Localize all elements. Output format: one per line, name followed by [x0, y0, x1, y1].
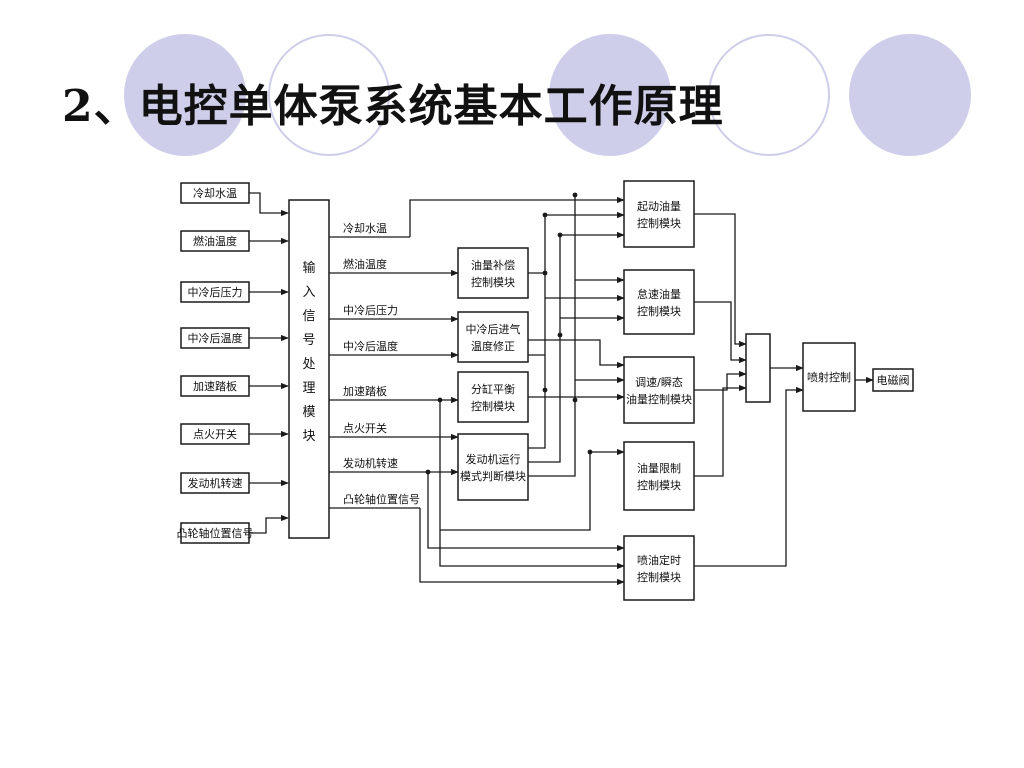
junction-dot [437, 397, 443, 403]
sensor-label: 发动机转速 [188, 476, 243, 490]
connector-line [694, 386, 804, 567]
junction-dot [572, 397, 578, 403]
deco-circle-5 [849, 34, 971, 156]
injection-control-label: 喷射控制 [807, 370, 851, 384]
connector-line [419, 508, 625, 586]
sensor-label: 凸轮轴位置信号 [177, 526, 254, 540]
deco-circle-1 [124, 34, 246, 156]
sensor-label: 冷却水温 [193, 187, 237, 200]
connector-line [528, 339, 625, 369]
solenoid-box [872, 368, 914, 392]
right-module-box [623, 356, 695, 424]
processor-char: 信 [302, 309, 315, 324]
sensor-label: 中冷后温度 [188, 331, 243, 345]
sensor-label: 点火开关 [193, 427, 237, 441]
processor-char: 块 [302, 429, 315, 444]
deco-circle-2 [268, 34, 390, 156]
signal-label: 点火开关 [343, 421, 387, 435]
right-module-label: 控制模块 [637, 216, 681, 230]
solenoid-label: 电磁阀 [877, 373, 910, 387]
connector-line [694, 370, 747, 391]
connector-line [409, 196, 625, 237]
junction-dot [542, 270, 548, 276]
signal-label: 中冷后压力 [343, 304, 398, 317]
connector-line [528, 390, 546, 449]
sensor-wire [249, 514, 289, 534]
junction-dot [587, 449, 593, 455]
middle-module-box [457, 311, 529, 363]
junction-dot [572, 192, 578, 198]
processor-box [288, 199, 330, 539]
middle-module-label: 温度修正 [471, 339, 515, 353]
processor-char: 理 [302, 381, 315, 396]
processor-char: 号 [302, 333, 315, 348]
signal-label: 凸轮轴位置信号 [343, 492, 420, 506]
connector-line [439, 400, 625, 570]
junction-dot [557, 232, 563, 238]
right-module-box [623, 269, 695, 335]
sensor-label: 燃油温度 [193, 234, 237, 248]
connector-line [528, 400, 576, 477]
middle-module-label: 分缸平衡 [471, 382, 515, 396]
sensor-box [180, 472, 250, 494]
sensor-box [180, 327, 250, 349]
summing-node [745, 333, 771, 403]
junction-dot [425, 469, 431, 475]
connector-line [694, 213, 747, 348]
junction-dot [557, 332, 563, 338]
middle-module-label: 中冷后进气 [466, 322, 521, 336]
connector-line [694, 384, 747, 477]
sensor-label: 中冷后压力 [188, 286, 243, 299]
middle-module-box [457, 371, 529, 423]
right-module-label: 喷油定时 [637, 553, 681, 567]
middle-module-label: 控制模块 [471, 399, 515, 413]
right-module-label: 油量限制 [637, 461, 681, 475]
connector-line [694, 301, 747, 364]
sensor-box [180, 182, 250, 204]
sensor-box [180, 281, 250, 303]
connector-line [440, 452, 591, 531]
connector-line [528, 370, 561, 463]
processor-char: 入 [302, 285, 315, 300]
middle-module-label: 控制模块 [471, 275, 515, 289]
sensor-box [180, 522, 250, 544]
signal-label: 中冷后温度 [343, 339, 398, 353]
slide-title: 2、电控单体泵系统基本工作原理 [62, 81, 724, 132]
processor-char: 处 [302, 357, 315, 372]
middle-module-label: 油量补偿 [471, 258, 515, 272]
deco-circle-4 [708, 34, 830, 156]
right-module-label: 控制模块 [637, 570, 681, 584]
right-module-box [623, 180, 695, 248]
deco-circle-3 [549, 34, 671, 156]
middle-module-box [457, 433, 529, 501]
sensor-box [180, 423, 250, 445]
junction-dot [542, 387, 548, 393]
right-module-label: 控制模块 [637, 304, 681, 318]
middle-module-label: 模式判断模块 [460, 469, 526, 483]
right-module-label: 控制模块 [637, 478, 681, 492]
right-module-label: 调速/瞬态 [635, 376, 683, 389]
sensor-wire [249, 192, 289, 217]
right-module-label: 怠速油量 [637, 287, 681, 301]
signal-label: 加速踏板 [343, 384, 387, 398]
right-module-box [623, 535, 695, 601]
connector-line [427, 472, 625, 552]
right-module-box [623, 441, 695, 511]
sensor-box [180, 230, 250, 252]
signal-label: 发动机转速 [343, 456, 398, 470]
middle-module-box [457, 247, 529, 299]
sensor-box [180, 375, 250, 397]
middle-module-label: 发动机运行 [466, 452, 521, 466]
signal-label: 冷却水温 [343, 222, 387, 235]
injection-control-box [802, 342, 856, 412]
right-module-label: 油量控制模块 [626, 392, 692, 406]
sensor-label: 加速踏板 [193, 379, 237, 393]
junction-dot [542, 212, 548, 218]
right-module-label: 起动油量 [637, 199, 681, 213]
processor-char: 模 [302, 405, 315, 420]
signal-label: 燃油温度 [343, 257, 387, 271]
processor-char: 输 [302, 260, 315, 276]
